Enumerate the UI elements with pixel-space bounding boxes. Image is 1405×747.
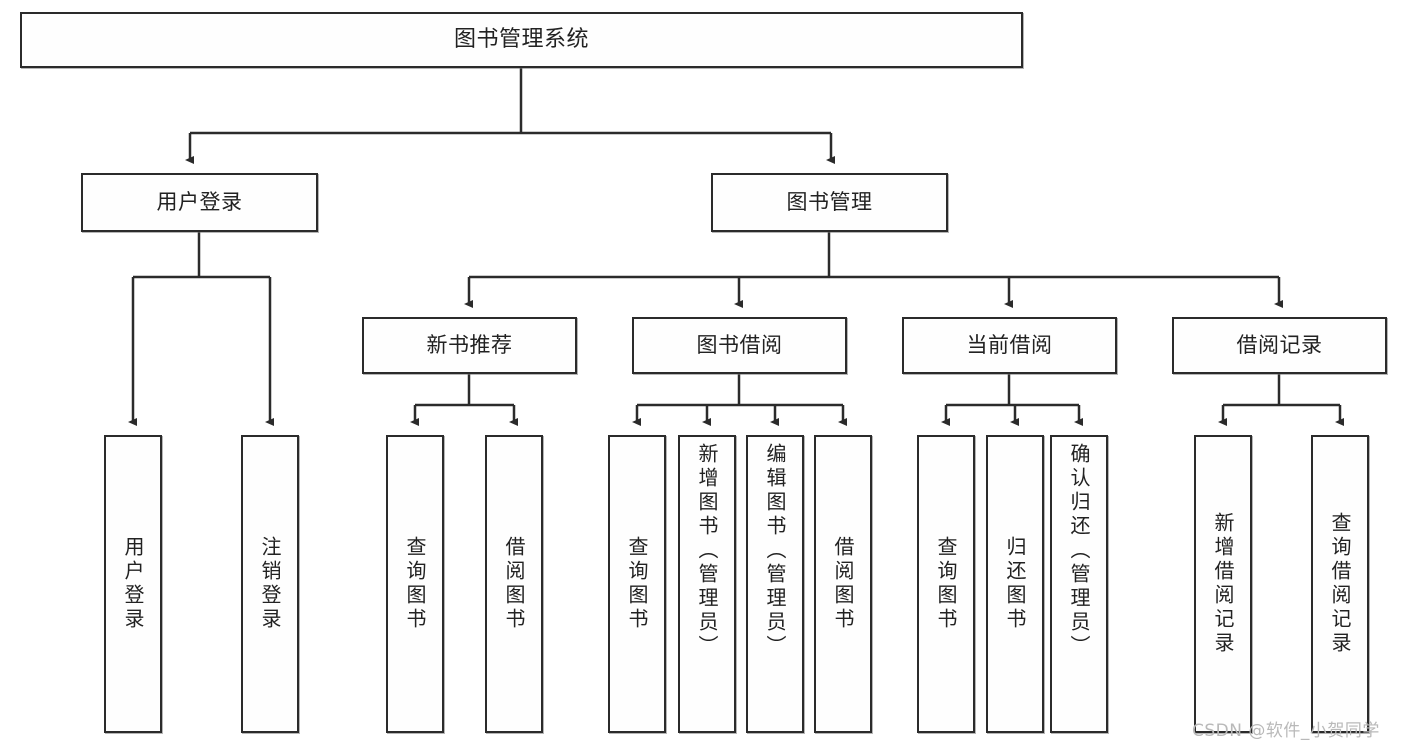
node-label: 确认归还（管理员） <box>1067 443 1091 659</box>
node-leaf-add-book[interactable]: 新增图书（管理员） <box>678 435 736 733</box>
node-leaf-user-login[interactable]: 用户登录 <box>104 435 162 733</box>
node-leaf-borrow-book-1[interactable]: 借阅图书 <box>485 435 543 733</box>
node-user-login[interactable]: 用户登录 <box>81 173 318 232</box>
node-label: 新书推荐 <box>426 332 513 357</box>
node-root-system[interactable]: 图书管理系统 <box>20 12 1023 68</box>
node-label: 当前借阅 <box>966 332 1053 357</box>
node-current-borrow[interactable]: 当前借阅 <box>902 317 1117 374</box>
node-label: 图书管理系统 <box>453 26 589 52</box>
node-label: 归还图书 <box>1003 536 1027 632</box>
node-leaf-query-book-1[interactable]: 查询图书 <box>386 435 444 733</box>
node-label: 用户登录 <box>121 536 145 632</box>
node-leaf-query-book-2[interactable]: 查询图书 <box>608 435 666 733</box>
node-label: 借阅图书 <box>831 536 855 632</box>
node-leaf-query-book-3[interactable]: 查询图书 <box>917 435 975 733</box>
node-borrow-record[interactable]: 借阅记录 <box>1172 317 1387 374</box>
node-leaf-add-borrow-record[interactable]: 新增借阅记录 <box>1194 435 1252 733</box>
node-new-book-recommend[interactable]: 新书推荐 <box>362 317 577 374</box>
node-label: 新增图书（管理员） <box>695 443 719 659</box>
node-label: 借阅记录 <box>1236 332 1323 357</box>
node-label: 图书管理 <box>786 189 873 214</box>
node-label: 查询图书 <box>403 536 427 632</box>
node-label: 用户登录 <box>156 189 243 214</box>
node-label: 编辑图书（管理员） <box>763 443 787 659</box>
node-leaf-borrow-book-2[interactable]: 借阅图书 <box>814 435 872 733</box>
node-leaf-logout-login[interactable]: 注销登录 <box>241 435 299 733</box>
node-label: 查询图书 <box>934 536 958 632</box>
node-leaf-query-borrow-record[interactable]: 查询借阅记录 <box>1311 435 1369 733</box>
node-label: 借阅图书 <box>502 536 526 632</box>
node-leaf-edit-book[interactable]: 编辑图书（管理员） <box>746 435 804 733</box>
node-book-manage[interactable]: 图书管理 <box>711 173 948 232</box>
node-leaf-confirm-return[interactable]: 确认归还（管理员） <box>1050 435 1108 733</box>
node-leaf-return-book[interactable]: 归还图书 <box>986 435 1044 733</box>
csdn-watermark: CSDN @软件_小贺同学 <box>1192 721 1380 741</box>
node-label: 新增借阅记录 <box>1211 512 1235 656</box>
node-label: 注销登录 <box>258 536 282 632</box>
node-label: 查询图书 <box>625 536 649 632</box>
node-label: 图书借阅 <box>696 332 783 357</box>
node-book-borrow[interactable]: 图书借阅 <box>632 317 847 374</box>
node-label: 查询借阅记录 <box>1328 512 1352 656</box>
